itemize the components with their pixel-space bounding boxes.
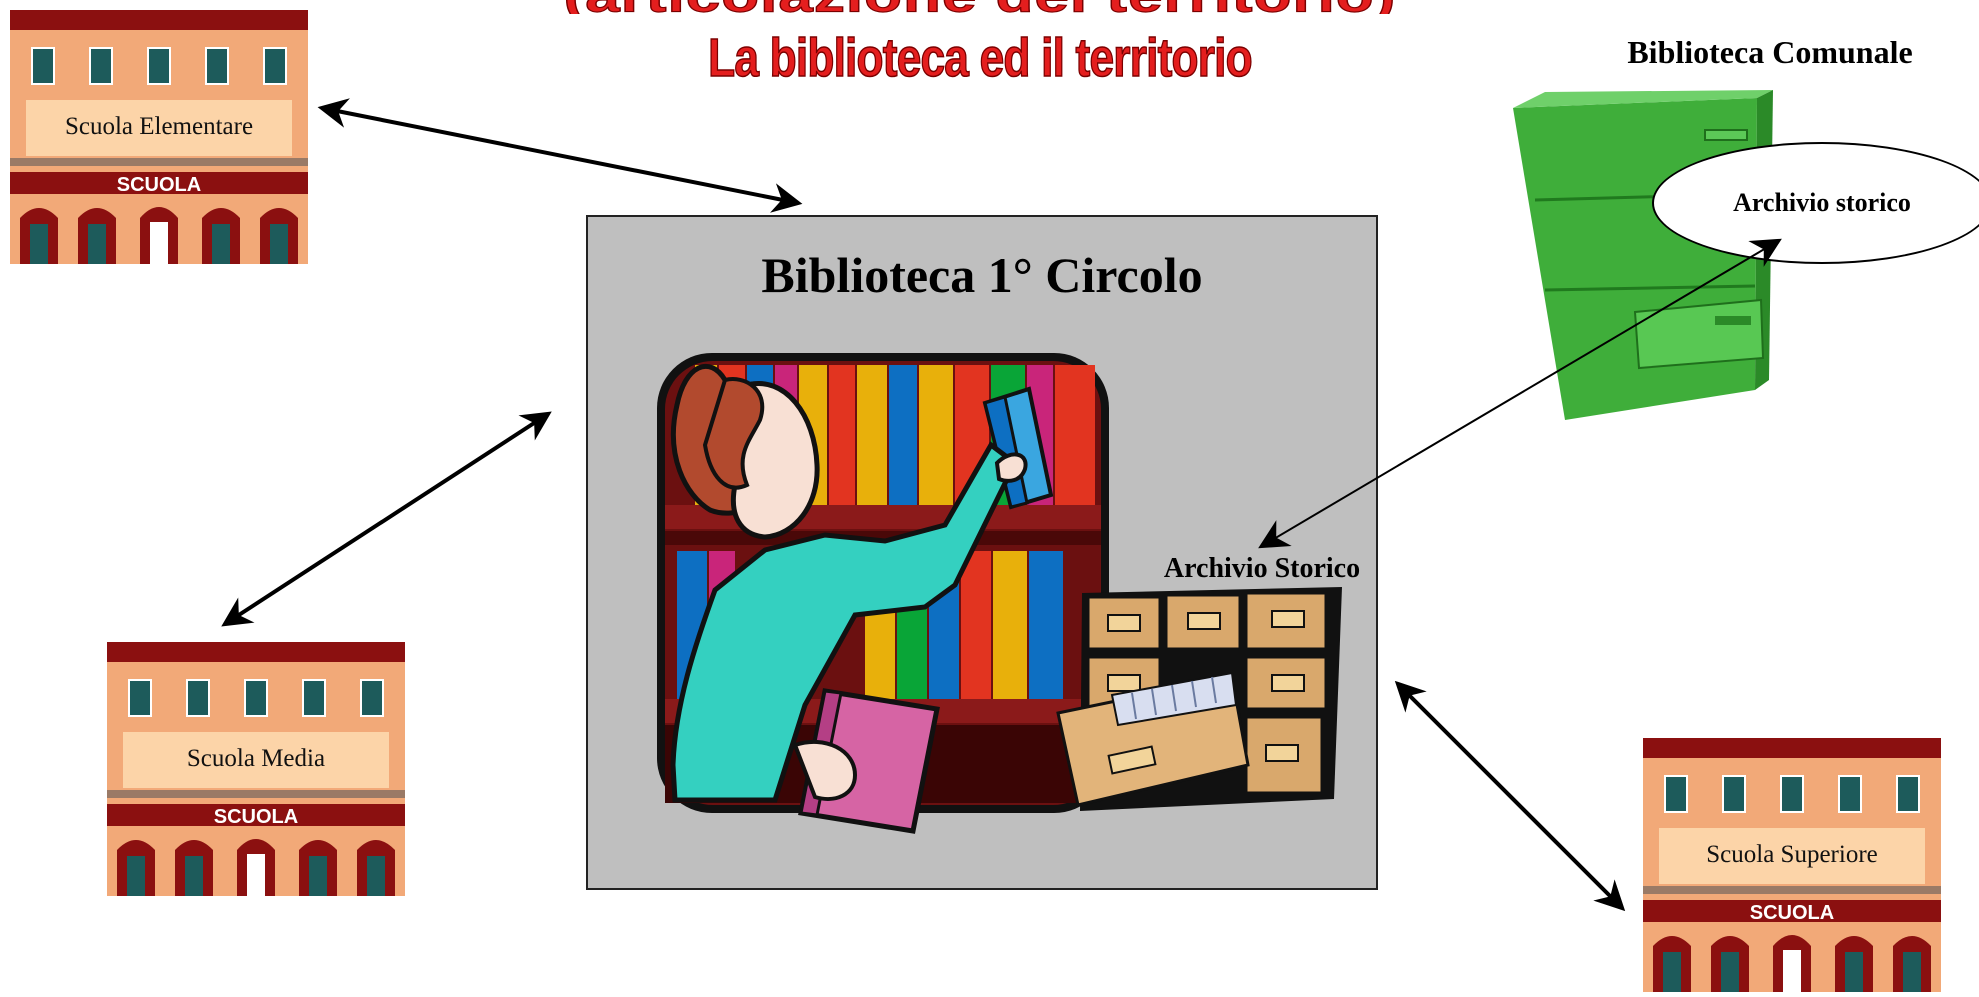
librarian-bookshelf-icon	[657, 353, 1109, 834]
school-label: Scuola Superiore	[1706, 841, 1878, 868]
school-media: Scuola Media	[106, 641, 406, 897]
title-cut-line: (articolazione del territorio)	[540, 0, 1420, 14]
arrow-media-biblioteca	[221, 411, 552, 627]
archivio-storico-label: Archivio Storico	[1163, 553, 1361, 584]
school-superiore: Scuola Superiore	[1642, 737, 1942, 993]
school-label: Scuola Elementare	[64, 113, 254, 140]
card-catalog-icon	[1056, 587, 1342, 811]
arrow-superiore-biblioteca	[1394, 680, 1626, 912]
school-elementare: Scuola Elementare	[9, 9, 309, 265]
page-subtitle: La biblioteca ed il territorio	[708, 27, 1254, 89]
arrow-archivio-link	[1258, 238, 1782, 549]
arrow-elementare-biblioteca	[317, 98, 803, 213]
biblioteca-comunale-label: Biblioteca Comunale	[1627, 34, 1913, 70]
biblioteca-circolo-title: Biblioteca 1° Circolo	[761, 247, 1203, 303]
school-label: Scuola Media	[186, 745, 326, 772]
